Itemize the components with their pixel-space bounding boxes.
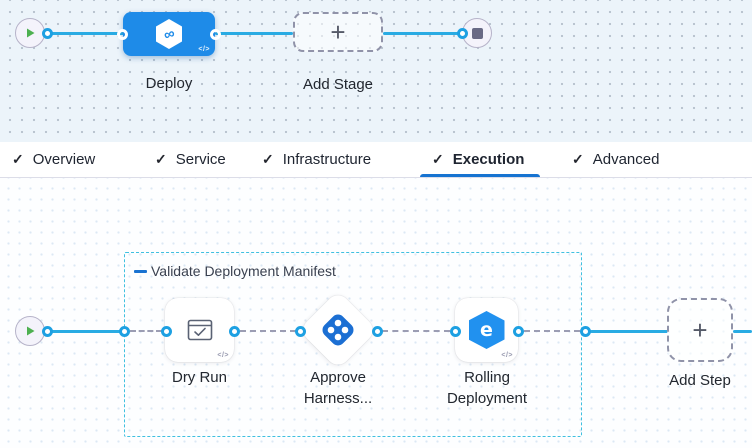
step-label: Approve Harness... xyxy=(303,369,373,407)
tab-label: Infrastructure xyxy=(282,151,372,168)
step-dry-run[interactable]: </> xyxy=(165,298,234,362)
tab-infrastructure[interactable]: ✓ Infrastructure xyxy=(262,142,371,177)
connector-line xyxy=(733,330,752,333)
step-label: Rolling Deployment xyxy=(446,369,528,407)
play-icon xyxy=(27,28,35,38)
add-stage-label: Add Stage xyxy=(302,76,374,93)
tab-label: Service xyxy=(175,151,226,168)
connector-line xyxy=(383,32,463,35)
connector-line-dashed xyxy=(130,330,162,332)
play-icon xyxy=(27,326,35,336)
end-port[interactable] xyxy=(457,28,468,39)
step-group-container[interactable]: Validate Deployment Manifest xyxy=(124,252,582,437)
harness-deploy-hexagon-icon: ∞ xyxy=(156,19,182,49)
tab-label: Advanced xyxy=(592,151,660,168)
stage-canvas[interactable]: ∞ </> Deploy + Add Stage xyxy=(0,0,752,142)
add-step-button[interactable]: + xyxy=(667,298,733,362)
tab-label: Overview xyxy=(32,151,96,168)
tab-label: Execution xyxy=(452,151,525,168)
dry-run-checklist-icon xyxy=(187,319,212,341)
check-icon: ✓ xyxy=(262,151,274,167)
start-port[interactable] xyxy=(42,28,53,39)
tab-advanced[interactable]: ✓ Advanced xyxy=(572,142,659,177)
code-icon: </> xyxy=(217,352,229,359)
step-port[interactable] xyxy=(513,326,524,337)
stage-port-left[interactable] xyxy=(117,29,128,40)
tab-execution[interactable]: ✓ Execution xyxy=(432,142,524,177)
plus-icon: + xyxy=(330,17,346,47)
tab-service[interactable]: ✓ Service xyxy=(155,142,226,177)
connector-line-dashed xyxy=(382,330,450,332)
check-icon: ✓ xyxy=(572,151,584,167)
active-tab-underline xyxy=(420,174,540,177)
plus-icon: + xyxy=(692,315,708,345)
connector-line xyxy=(215,32,293,35)
execution-canvas[interactable]: Validate Deployment Manifest </> Dry Run xyxy=(0,178,752,448)
pipeline-start-node[interactable] xyxy=(15,18,45,48)
step-port[interactable] xyxy=(372,326,383,337)
step-port[interactable] xyxy=(229,326,240,337)
code-icon: </> xyxy=(198,46,210,53)
step-port[interactable] xyxy=(450,326,461,337)
rolling-deployment-icon: e xyxy=(468,311,505,349)
step-label: Dry Run xyxy=(171,369,227,386)
connector-line xyxy=(48,330,124,333)
connector-line-dashed xyxy=(240,330,296,332)
check-icon: ✓ xyxy=(12,151,24,167)
code-icon: </> xyxy=(501,352,513,359)
stop-icon xyxy=(471,27,483,39)
stage-config-tabs: ✓ Overview ✓ Service ✓ Infrastructure ✓ … xyxy=(0,142,752,178)
connector-line xyxy=(590,330,668,333)
group-exit-port[interactable] xyxy=(580,326,591,337)
collapse-group-icon[interactable] xyxy=(134,269,147,273)
tab-overview[interactable]: ✓ Overview xyxy=(12,142,95,177)
check-icon: ✓ xyxy=(432,151,444,167)
add-stage-button[interactable]: + xyxy=(293,12,383,52)
step-group-label: Validate Deployment Manifest xyxy=(151,263,336,279)
group-entry-port[interactable] xyxy=(119,326,130,337)
step-rolling-deployment[interactable]: e </> xyxy=(455,298,518,362)
step-port[interactable] xyxy=(161,326,172,337)
deploy-stage-node[interactable]: ∞ </> xyxy=(117,12,221,56)
start-port[interactable] xyxy=(42,326,53,337)
add-step-label: Add Step xyxy=(669,372,731,389)
connector-line xyxy=(48,32,124,35)
check-icon: ✓ xyxy=(155,151,167,167)
connector-line-dashed xyxy=(524,330,580,332)
stage-port-right[interactable] xyxy=(210,29,221,40)
execution-start-node[interactable] xyxy=(15,316,45,346)
step-port[interactable] xyxy=(295,326,306,337)
deploy-stage-label: Deploy xyxy=(145,75,193,92)
